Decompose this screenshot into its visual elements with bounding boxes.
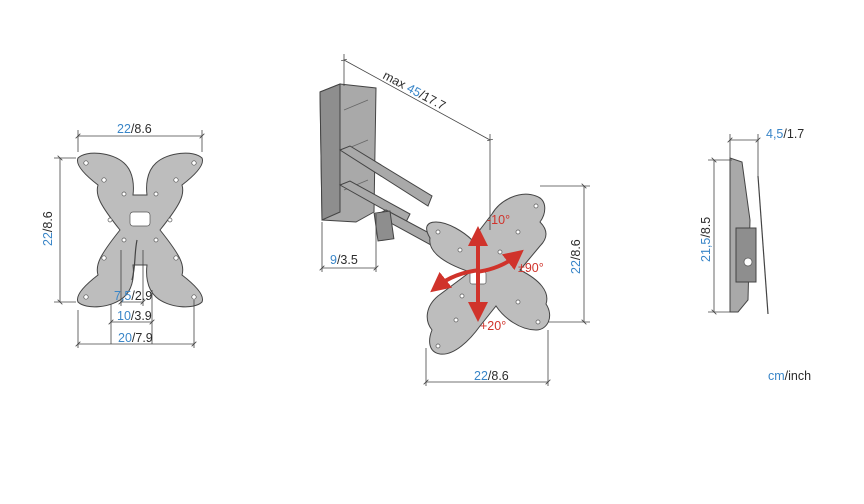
front-height-label: 22/8.6 [41, 211, 55, 246]
motion-arrows [430, 226, 524, 322]
side-depth-label: 4,5/1.7 [766, 127, 804, 141]
upper-arm [338, 145, 433, 207]
units-label: cm/inch [768, 369, 811, 383]
side-height-label: 21,5/8.5 [699, 217, 713, 262]
wall-depth-label: 9/3.5 [330, 253, 358, 267]
front-view: 22/8.6 22/8.6 7,5/2.9 10/3.9 20/7.9 [41, 122, 203, 348]
tilt-up-label: -10° [487, 213, 510, 227]
plate-height-label: 22/8.6 [569, 239, 583, 274]
rotation-label: ±90° [518, 261, 544, 275]
front-width-label: 22/8.6 [117, 122, 152, 136]
hole-distance-10-label: 10/3.9 [117, 309, 152, 323]
max-extension-label: max 45/17.7 [381, 68, 448, 113]
hole-distance-7-5-label: 7,5/2.9 [114, 289, 152, 303]
hole-distance-20-label: 20/7.9 [118, 331, 153, 345]
tilt-down-label: +20° [480, 319, 506, 333]
side-view: 4,5/1.7 21,5/8.5 [699, 127, 804, 314]
iso-view: max 45/17.7 9/3.5 22/8.6 22/8.6 -10° [319, 54, 590, 386]
plate-width-label: 22/8.6 [474, 369, 509, 383]
front-vesa-plate [76, 152, 204, 308]
